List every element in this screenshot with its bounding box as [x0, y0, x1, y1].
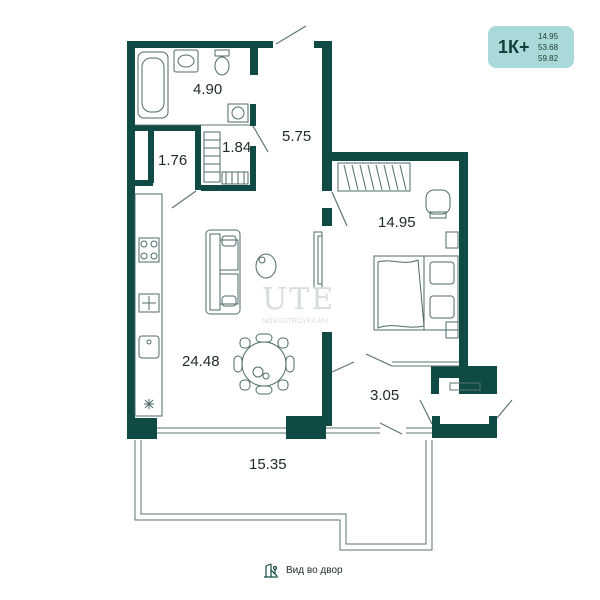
- area-living: 14.95: [538, 31, 559, 41]
- area-total: 59.82: [538, 53, 559, 63]
- sofa-icon: [205, 229, 241, 315]
- room-area-bathroom: 4.90: [193, 81, 223, 98]
- apartment-summary-badge: 1К+ 14.95 53.68 59.82: [488, 26, 574, 68]
- sink-icon: [173, 49, 199, 73]
- watermark-subtitle: NOVOSTROYKA.RU: [262, 318, 329, 325]
- dining-table-icon: [233, 333, 295, 395]
- room-area-bedroom: 14.95: [378, 214, 416, 231]
- room-area-wardrobe: 1.84: [222, 139, 252, 156]
- washing-machine-icon: [227, 103, 249, 123]
- room-area-balcony: 3.05: [370, 387, 400, 404]
- doors: [171, 25, 513, 435]
- room-area-closet: 1.76: [158, 152, 188, 169]
- tv-unit-icon: [313, 231, 323, 289]
- room-area-hallway: 5.75: [282, 128, 312, 145]
- wardrobe-rails-icon: [203, 131, 249, 185]
- thin-lines: [135, 124, 481, 434]
- area-list: 14.95 53.68 59.82: [538, 31, 558, 64]
- area-total-without-terrace: 53.68: [538, 42, 559, 52]
- watermark-logo: UTE: [262, 282, 336, 317]
- bathtub-icon: [137, 51, 169, 119]
- terrace-outline: [134, 440, 433, 551]
- view-note-text: Вид во двор: [286, 564, 343, 576]
- bedroom-wardrobe-icon: [337, 162, 411, 192]
- room-area-kitchen-living: 24.48: [182, 353, 220, 370]
- nightstand-icon: [445, 231, 459, 339]
- view-note: Вид во двор: [262, 562, 343, 578]
- toilet-icon: [214, 49, 230, 76]
- apartment-type: 1К+: [498, 36, 530, 57]
- bed-icon: [373, 255, 459, 331]
- playground-icon: [264, 563, 278, 578]
- kitchen-counter-icon: [134, 193, 163, 417]
- desk-chair-icon: [425, 189, 451, 219]
- coffee-table-icon: [255, 253, 277, 279]
- room-area-terrace: 15.35: [249, 456, 287, 473]
- walls: [127, 41, 497, 439]
- fridge-snowflake-icon: [144, 399, 154, 409]
